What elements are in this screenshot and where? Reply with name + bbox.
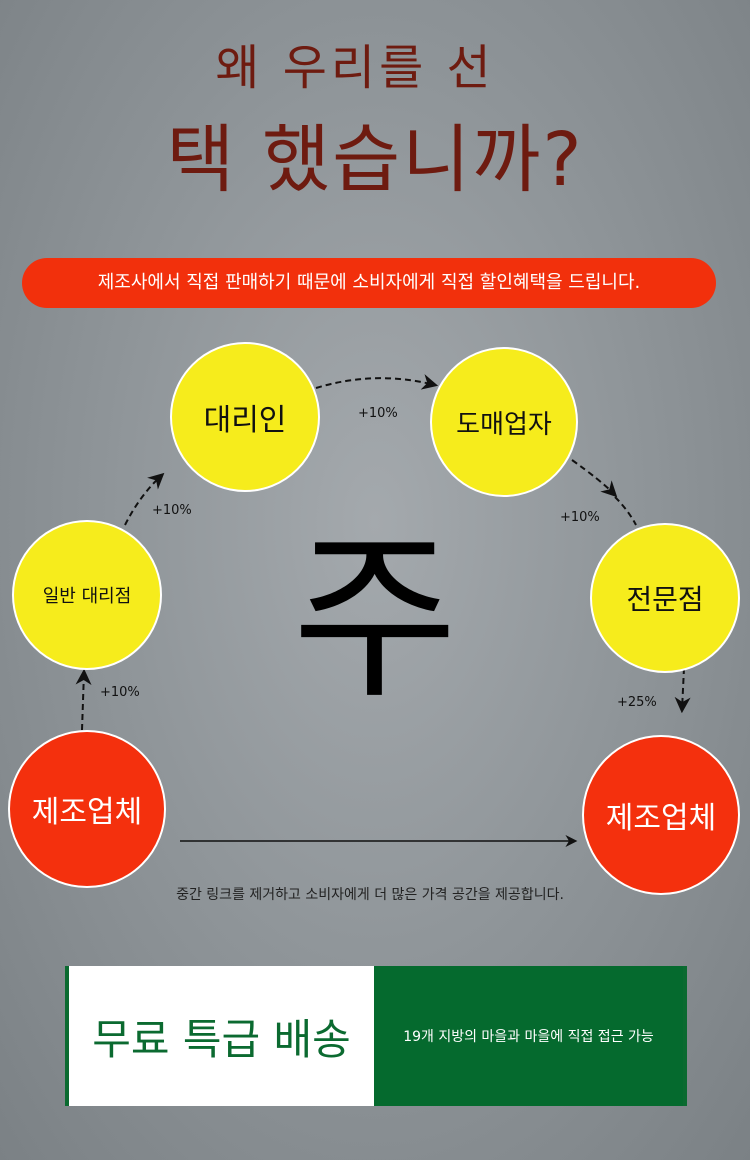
markup-general-agent: +10% xyxy=(152,503,192,518)
node-manufacturer-right: 제조업체 xyxy=(582,735,740,895)
center-character: 주 xyxy=(292,515,458,724)
markup-specialty-mfr: +25% xyxy=(617,695,657,710)
title-line-1: 왜 우리를 선 xyxy=(215,40,495,96)
arrow-wholesaler-to-specialty xyxy=(571,459,613,493)
title-line-2: 택 했습니까? xyxy=(166,117,584,203)
arrow-wholesaler-to-specialty-2 xyxy=(600,480,618,498)
node-agent: 대리인 xyxy=(170,342,320,492)
discount-banner: 제조사에서 직접 판매하기 때문에 소비자에게 직접 할인혜택을 드립니다. xyxy=(22,258,716,308)
node-specialty-store: 전문점 xyxy=(590,523,740,673)
shipping-detail: 19개 지방의 마을과 마을에 직접 접근 가능 xyxy=(374,966,683,1106)
node-manufacturer-left: 제조업체 xyxy=(8,730,166,888)
shipping-title: 무료 특급 배송 xyxy=(92,1014,351,1064)
free-shipping-panel: 무료 특급 배송 19개 지방의 마을과 마을에 직접 접근 가능 xyxy=(65,966,687,1106)
arrow-wholesaler-to-specialty-3 xyxy=(614,496,637,526)
node-general-agent: 일반 대리점 xyxy=(12,520,162,670)
markup-wholesaler-specialty: +10% xyxy=(560,510,600,525)
node-wholesaler: 도매업자 xyxy=(430,347,578,497)
caption: 중간 링크를 제거하고 소비자에게 더 많은 가격 공간을 제공합니다. xyxy=(176,887,564,903)
arrow-general-to-agent xyxy=(124,472,165,526)
arrow-specialty-to-mfr xyxy=(674,667,691,714)
arrow-agent-to-wholesaler xyxy=(315,374,439,390)
arrow-mfr-to-general xyxy=(75,668,92,731)
markup-mfr-general: +10% xyxy=(100,685,140,700)
markup-agent-wholesaler: +10% xyxy=(358,406,398,421)
